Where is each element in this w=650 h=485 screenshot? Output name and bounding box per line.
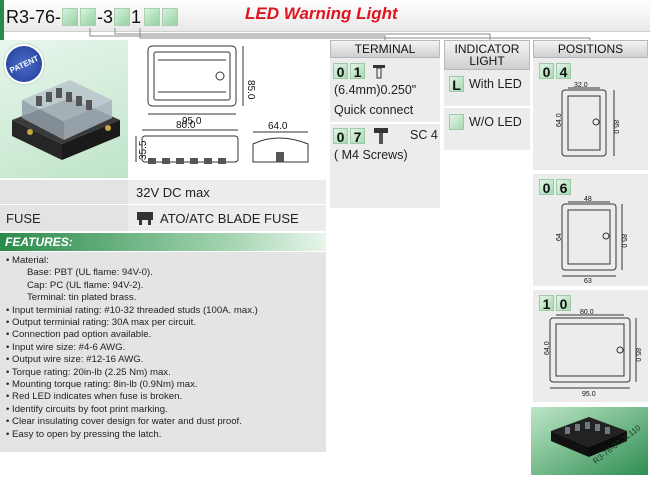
features-title-bar	[0, 233, 326, 251]
pos-10-base: 95.0	[582, 391, 596, 398]
feature-item: Input wire size: #4-6 AWG.	[6, 342, 324, 354]
spec-blank-cell	[0, 180, 128, 204]
screw-icon	[374, 128, 388, 144]
indicator-header-line2: LIGHT	[469, 54, 505, 68]
feature-item: Red LED indicates when fuse is broken.	[6, 391, 324, 403]
feature-item: Material:	[6, 255, 324, 267]
code-digit: 4	[556, 63, 571, 80]
position-10-drawing: 80.0 64.0 85.0 95.0	[544, 309, 641, 398]
voltage-spec: 32V DC max	[128, 180, 326, 204]
feature-item: Clear insulating cover design for water …	[6, 416, 324, 428]
dimension-svg: 95.0 85.0 80.0 35.5 64.0	[135, 45, 309, 164]
feature-item: Mounting torque rating: 8in-lb (0.9Nm) m…	[6, 379, 324, 391]
dim-end-width: 64.0	[268, 121, 288, 132]
pos-10-outer: 85.0	[634, 348, 641, 362]
bottom-product-photo	[531, 407, 648, 475]
code-digit: 0	[539, 179, 554, 196]
indicator-option-without-led: W/O LED	[449, 114, 522, 130]
position-10-code: 1 0	[539, 295, 573, 312]
product-photo	[0, 40, 128, 178]
terminal-code-box-1	[62, 8, 79, 26]
terminal-header: TERMINAL	[330, 40, 440, 58]
model-mid: -3	[97, 6, 114, 27]
feature-item: Output terminial rating: 30A max per cir…	[6, 317, 324, 329]
code-letter: L	[449, 76, 464, 93]
blade-fuse-icon	[137, 212, 153, 225]
pos-10-width: 80.0	[580, 309, 594, 316]
page-title: LED Warning Light	[245, 4, 398, 23]
feature-subitem: Base: PBT (UL flame: 94V-0).	[27, 267, 153, 279]
code-digit: 0	[556, 295, 571, 312]
pos-10-height: 64.0	[544, 341, 551, 355]
pos-06-base: 63	[584, 278, 592, 284]
dim-top-height: 85.0	[245, 80, 256, 100]
code-digit: 0	[333, 63, 348, 80]
indicator-header: INDICATOR LIGHT	[444, 40, 530, 70]
indicator-code-box	[114, 8, 131, 26]
pos-06-height: 64	[556, 233, 563, 241]
position-06-drawing: 48 64 85.0 63	[556, 196, 627, 284]
dim-top-width: 95.0	[182, 116, 202, 127]
feature-item: Output wire size: #12-16 AWG.	[6, 354, 324, 366]
terminal-option-01-type: Quick connect	[334, 103, 414, 117]
pos-06-outer: 85.0	[620, 234, 627, 248]
indicator-header-line1: INDICATOR	[454, 42, 520, 56]
header-bar	[0, 0, 650, 32]
position-04-drawing: 32.0 64.0 85.0	[556, 82, 619, 157]
terminal-option-01-code: 0 1	[333, 63, 387, 80]
indicator-divider	[444, 106, 530, 108]
dim-side-height: 35.5	[138, 140, 149, 160]
terminal-divider	[330, 122, 440, 124]
indicator-option-with-led: L With LED	[449, 76, 522, 93]
feature-item: Torque rating: 20in-lb (2.25 Nm) max.	[6, 367, 324, 379]
position-code-box-2	[162, 8, 179, 26]
pos-04-outer: 85.0	[612, 120, 619, 134]
fuse-spec: ATO/ATC BLADE FUSE	[128, 205, 326, 231]
feature-item: Identify circuits by foot print marking.	[6, 404, 324, 416]
quick-connect-icon	[373, 65, 385, 79]
positions-header: POSITIONS	[533, 40, 648, 58]
indicator-option-label: With LED	[469, 77, 522, 91]
feature-item: Easy to open by pressing the latch.	[6, 429, 324, 441]
position-04-code: 0 4	[539, 63, 573, 80]
model-code: R3-76- -3 1	[6, 6, 179, 28]
header-accent-stripe	[0, 0, 4, 40]
fuse-box-illustration	[12, 80, 120, 160]
code-digit: 1	[350, 63, 365, 80]
feature-subitem: Terminal: tin plated brass.	[27, 292, 137, 304]
feature-item: Connection pad option available.	[6, 329, 324, 341]
code-blank	[449, 114, 464, 130]
model-prefix: R3-76-	[6, 6, 62, 27]
feature-item: Input terminial rating: #10-32 threaded …	[6, 305, 324, 317]
pos-06-width: 48	[584, 196, 592, 203]
pos-04-height: 64.0	[556, 113, 563, 127]
position-06-code: 0 6	[539, 179, 573, 196]
fuse-box-photo-illustration	[551, 417, 627, 457]
dimension-drawings: 95.0 85.0 80.0 35.5 64.0	[128, 40, 326, 178]
pos-04-width: 32.0	[574, 82, 588, 89]
terminal-option-07-type: ( M4 Screws)	[334, 148, 408, 162]
fuse-label: FUSE	[0, 205, 128, 231]
code-digit: 6	[556, 179, 571, 196]
dim-side-width: 80.0	[176, 120, 196, 131]
terminal-option-07-label: SC 4	[410, 128, 438, 142]
code-digit: 1	[539, 295, 554, 312]
code-digit: 7	[350, 128, 365, 145]
model-suffix: 1	[131, 6, 142, 27]
code-digit: 0	[333, 128, 348, 145]
feature-subitem: Cap: PC (UL flame: 94V-2).	[27, 279, 144, 291]
features-title: FEATURES:	[5, 235, 73, 249]
terminal-option-01-size: (6.4mm)0.250"	[334, 83, 417, 97]
terminal-option-07-code: 0 7	[333, 127, 389, 145]
terminal-code-box-2	[80, 8, 97, 26]
indicator-option-label: W/O LED	[469, 115, 522, 129]
features-list: Material:Base: PBT (UL flame: 94V-0).Cap…	[6, 255, 324, 441]
position-code-box-1	[144, 8, 161, 26]
fuse-value: ATO/ATC BLADE FUSE	[160, 210, 299, 226]
code-digit: 0	[539, 63, 554, 80]
